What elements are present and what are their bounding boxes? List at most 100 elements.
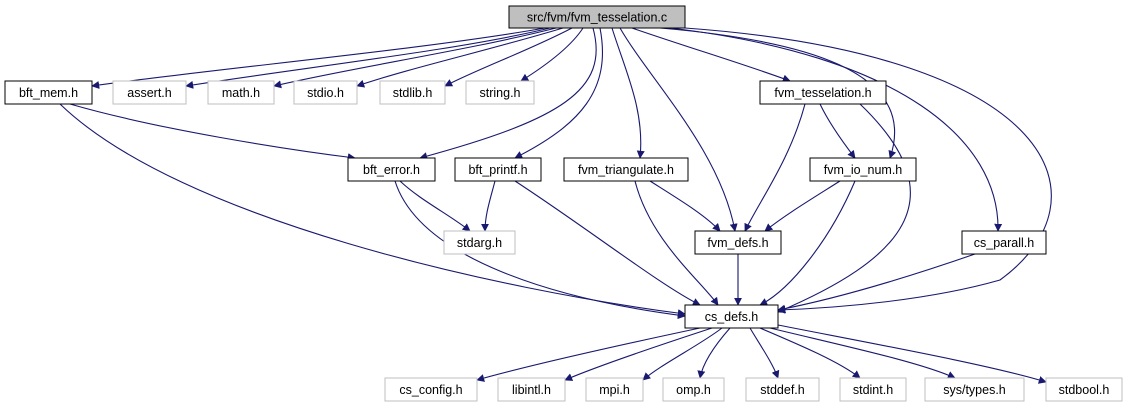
node-label: bft_printf.h bbox=[468, 163, 527, 177]
node-label: assert.h bbox=[127, 86, 172, 100]
edge-cs_defs-to-libintl bbox=[564, 327, 713, 381]
node-label: fvm_io_num.h bbox=[824, 163, 903, 177]
node-label: fvm_triangulate.h bbox=[578, 163, 674, 177]
edge-cs_defs-to-stdbool bbox=[777, 324, 1047, 384]
node-box bbox=[563, 157, 689, 182]
node-fvm-defs[interactable]: fvm_defs.h bbox=[694, 230, 782, 255]
node-box bbox=[961, 230, 1047, 255]
node-box bbox=[112, 80, 187, 105]
node-root[interactable]: src/fvm/fvm_tesselation.c bbox=[508, 5, 686, 29]
node-box bbox=[662, 377, 725, 402]
node-bft-mem[interactable]: bft_mem.h bbox=[4, 80, 93, 105]
node-omp: omp.h bbox=[662, 377, 725, 402]
node-box bbox=[839, 377, 907, 402]
edge-bft_mem-to-cs_defs bbox=[59, 103, 686, 318]
node-box bbox=[497, 377, 566, 402]
node-label: stdio.h bbox=[307, 86, 344, 100]
edge-cs_parall-to-cs_defs bbox=[777, 253, 976, 313]
edge-fvm_tesselation-to-fvm_defs bbox=[744, 103, 806, 232]
node-label: math.h bbox=[222, 86, 260, 100]
edge-root-to-math bbox=[273, 27, 557, 89]
node-box bbox=[1045, 377, 1123, 402]
node-label: src/fvm/fvm_tesselation.c bbox=[527, 10, 667, 24]
node-label: sys/types.h bbox=[943, 383, 1006, 397]
node-cs-parall[interactable]: cs_parall.h bbox=[961, 230, 1047, 255]
node-label: string.h bbox=[480, 86, 521, 100]
edge-root-to-bft_printf bbox=[514, 27, 604, 159]
edge-cs_defs-to-cs_config bbox=[476, 327, 701, 382]
edge-cs_defs-to-stdint bbox=[759, 327, 861, 379]
node-box bbox=[759, 80, 887, 105]
edge-root-to-bft_error bbox=[419, 27, 597, 160]
edge-bft_printf-to-stdarg bbox=[481, 180, 496, 232]
edge-fvm_triangulate-to-cs_defs bbox=[634, 180, 719, 306]
node-cs-defs[interactable]: cs_defs.h bbox=[684, 304, 779, 329]
edge-root-to-stdio bbox=[356, 27, 564, 88]
node-label: libintl.h bbox=[512, 383, 551, 397]
node-fvm-triangulate[interactable]: fvm_triangulate.h bbox=[563, 157, 689, 182]
node-stdarg: stdarg.h bbox=[443, 230, 516, 255]
node-label: bft_error.h bbox=[363, 163, 420, 177]
edge-root-to-fvm_defs bbox=[619, 27, 738, 232]
node-label: stdarg.h bbox=[457, 236, 502, 250]
node-label: cs_parall.h bbox=[974, 236, 1034, 250]
edge-cs_defs-to-stddef bbox=[749, 327, 780, 379]
node-box bbox=[508, 5, 686, 29]
node-stddef: stddef.h bbox=[745, 377, 820, 402]
node-fvm-tesselation[interactable]: fvm_tesselation.h bbox=[759, 80, 887, 105]
node-box bbox=[585, 377, 644, 402]
node-box bbox=[454, 157, 542, 182]
node-label: cs_config.h bbox=[399, 383, 462, 397]
edge-cs_defs-to-sys_types bbox=[769, 327, 956, 379]
node-mpi: mpi.h bbox=[585, 377, 644, 402]
node-box bbox=[384, 377, 478, 402]
edge-root-to-fvm_tesselation bbox=[631, 27, 791, 83]
edge-root-to-bft_mem bbox=[91, 27, 546, 89]
node-box bbox=[443, 230, 516, 255]
edge-root-to-stdlib bbox=[444, 27, 573, 87]
node-box bbox=[694, 230, 782, 255]
edge-cs_defs-to-omp bbox=[697, 327, 731, 379]
edge-bft_error-to-cs_defs bbox=[394, 180, 686, 320]
node-fvm-io-num[interactable]: fvm_io_num.h bbox=[809, 157, 917, 182]
node-box bbox=[347, 157, 436, 182]
edge-root-to-fvm_triangulate bbox=[611, 27, 645, 159]
edge-fvm_io_num-to-cs_defs bbox=[759, 180, 856, 306]
node-stdlib: stdlib.h bbox=[379, 80, 446, 105]
node-box bbox=[924, 377, 1025, 402]
node-stdbool: stdbool.h bbox=[1045, 377, 1123, 402]
edge-cs_defs-to-mpi bbox=[642, 327, 723, 381]
node-string: string.h bbox=[465, 80, 535, 105]
edge-bft_error-to-stdarg bbox=[399, 180, 471, 232]
node-bft-printf[interactable]: bft_printf.h bbox=[454, 157, 542, 182]
edge-fvm_tesselation-to-fvm_io_num bbox=[819, 103, 856, 159]
edge-bft_mem-to-bft_error bbox=[69, 103, 356, 162]
node-label: stddef.h bbox=[760, 383, 805, 397]
edge-fvm_io_num-to-fvm_defs bbox=[764, 180, 841, 232]
node-box bbox=[207, 80, 275, 105]
edge-root-to-string bbox=[520, 27, 584, 82]
node-math: math.h bbox=[207, 80, 275, 105]
node-label: fvm_tesselation.h bbox=[774, 86, 871, 100]
node-box bbox=[745, 377, 820, 402]
node-cs-config: cs_config.h bbox=[384, 377, 478, 402]
node-label: stdbool.h bbox=[1059, 383, 1110, 397]
node-label: bft_mem.h bbox=[19, 86, 78, 100]
nodes-layer: src/fvm/fvm_tesselation.c bft_mem.h assert… bbox=[4, 5, 1123, 402]
node-libintl: libintl.h bbox=[497, 377, 566, 402]
node-label: mpi.h bbox=[599, 383, 630, 397]
node-bft-error[interactable]: bft_error.h bbox=[347, 157, 436, 182]
node-stdio: stdio.h bbox=[293, 80, 358, 105]
node-label: stdint.h bbox=[853, 383, 893, 397]
node-label: fvm_defs.h bbox=[707, 236, 768, 250]
node-label: omp.h bbox=[676, 383, 711, 397]
node-assert: assert.h bbox=[112, 80, 187, 105]
node-label: stdlib.h bbox=[393, 86, 433, 100]
edge-fvm_tesselation-to-cs_defs bbox=[777, 103, 911, 313]
edge-root-to-assert bbox=[185, 27, 551, 89]
node-box bbox=[684, 304, 779, 329]
node-label: cs_defs.h bbox=[705, 310, 759, 324]
node-stdint: stdint.h bbox=[839, 377, 907, 402]
node-sys-types: sys/types.h bbox=[924, 377, 1025, 402]
